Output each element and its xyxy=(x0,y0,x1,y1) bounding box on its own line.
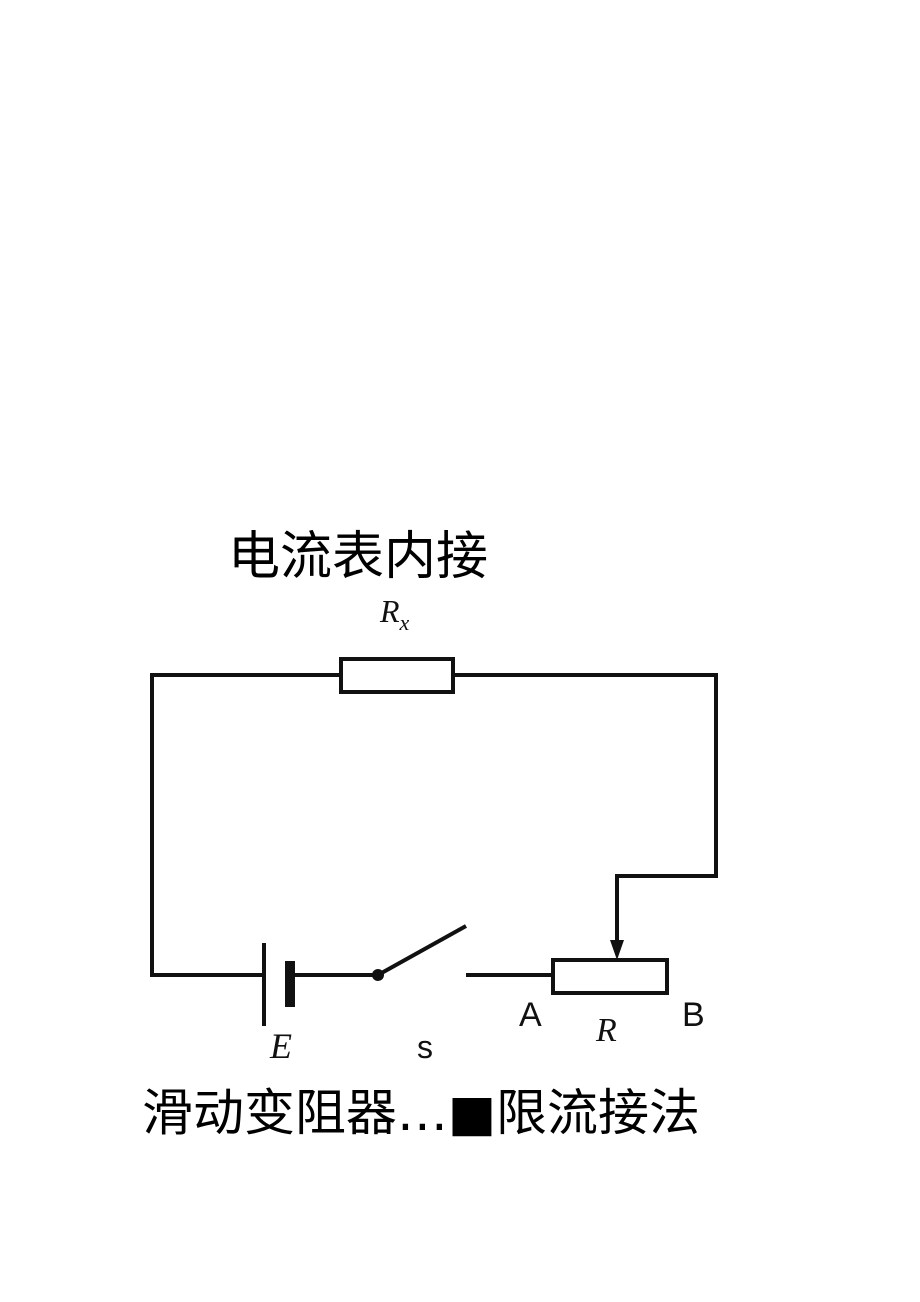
battery-label: E xyxy=(269,1026,292,1066)
terminal-b-label: B xyxy=(682,996,705,1034)
left-wire xyxy=(150,673,340,977)
rheostat-label: R xyxy=(595,1012,617,1049)
rx-label-main: R xyxy=(379,593,400,629)
rheostat xyxy=(551,958,669,995)
diagram-title: 电流表内接 xyxy=(228,527,488,587)
resistor-rx xyxy=(339,657,455,694)
rx-label: Rx xyxy=(379,593,410,635)
terminal-a-label: A xyxy=(519,996,542,1034)
switch-label: s xyxy=(417,1029,433,1065)
switch-blade xyxy=(377,924,467,977)
diagram-caption: 滑动变阻器…■限流接法 xyxy=(142,1084,700,1142)
rx-label-subscript: x xyxy=(399,610,410,635)
battery-short-plate xyxy=(285,961,295,1007)
slider-arrow-icon xyxy=(610,940,624,960)
right-wire xyxy=(453,673,718,945)
